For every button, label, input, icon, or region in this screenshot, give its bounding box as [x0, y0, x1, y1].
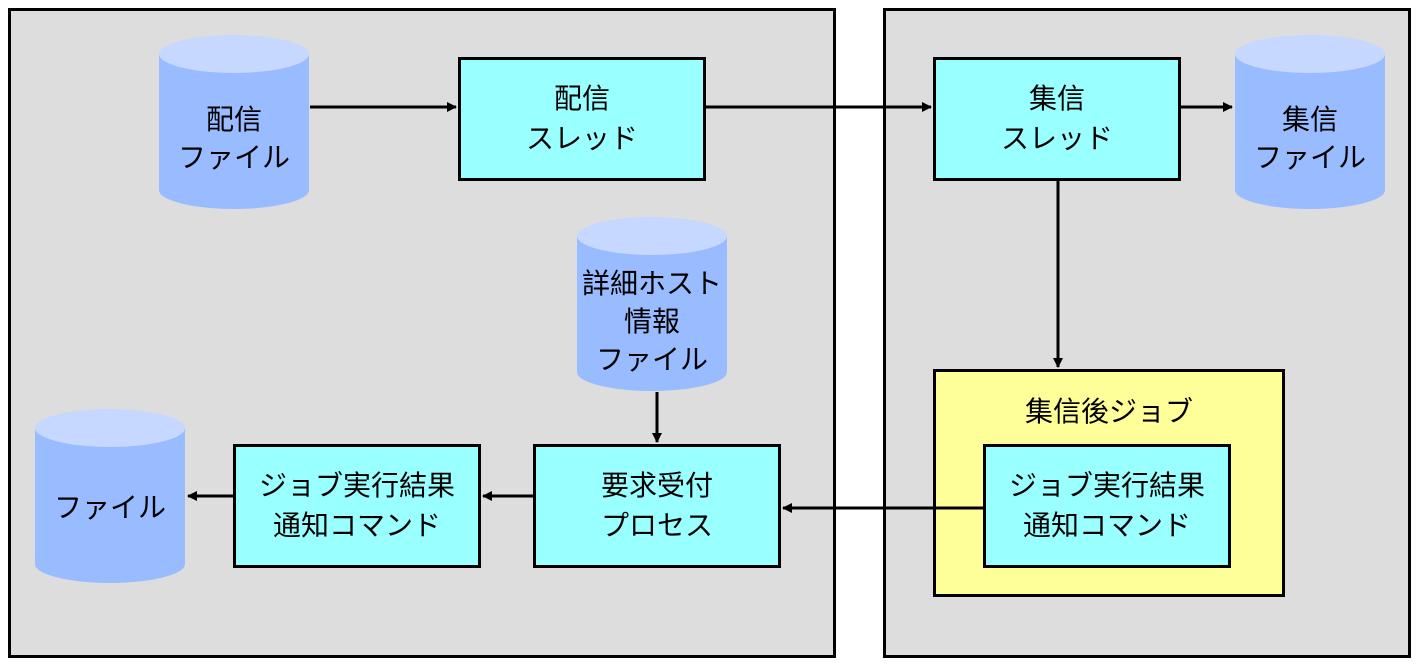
request-process-box: 要求受付プロセス — [533, 444, 781, 568]
collect-thread-box: 集信スレッド — [933, 57, 1181, 181]
database-icon — [35, 409, 185, 583]
send-file-label: 配信ファイル — [177, 103, 290, 174]
collect-file-label: 集信ファイル — [1253, 103, 1366, 174]
database-icon — [159, 35, 309, 209]
request-process-label: 要求受付プロセス — [600, 469, 713, 542]
output-file-label: ファイル — [53, 491, 166, 524]
notify-command-box: ジョブ実行結果通知コマンド — [233, 444, 481, 568]
output-file-storage: ファイル — [34, 408, 186, 584]
send-thread-label: 配信スレッド — [525, 82, 638, 155]
send-file-storage: 配信ファイル — [158, 34, 310, 210]
host-info-file-storage: 詳細ホスト情報ファイル — [576, 216, 728, 392]
collect-thread-label: 集信スレッド — [1000, 82, 1113, 155]
job-notify-command-label: ジョブ実行結果通知コマンド — [1008, 469, 1205, 542]
notify-command-label: ジョブ実行結果通知コマンド — [258, 469, 455, 542]
post-collect-job-title: 集信後ジョブ — [1024, 395, 1193, 428]
host-info-file-label: 詳細ホスト情報ファイル — [581, 267, 722, 376]
send-thread-box: 配信スレッド — [458, 57, 706, 181]
collect-file-storage: 集信ファイル — [1234, 34, 1386, 210]
database-icon — [1235, 35, 1385, 209]
database-icon — [577, 217, 727, 391]
job-notify-command-box: ジョブ実行結果通知コマンド — [983, 444, 1231, 568]
